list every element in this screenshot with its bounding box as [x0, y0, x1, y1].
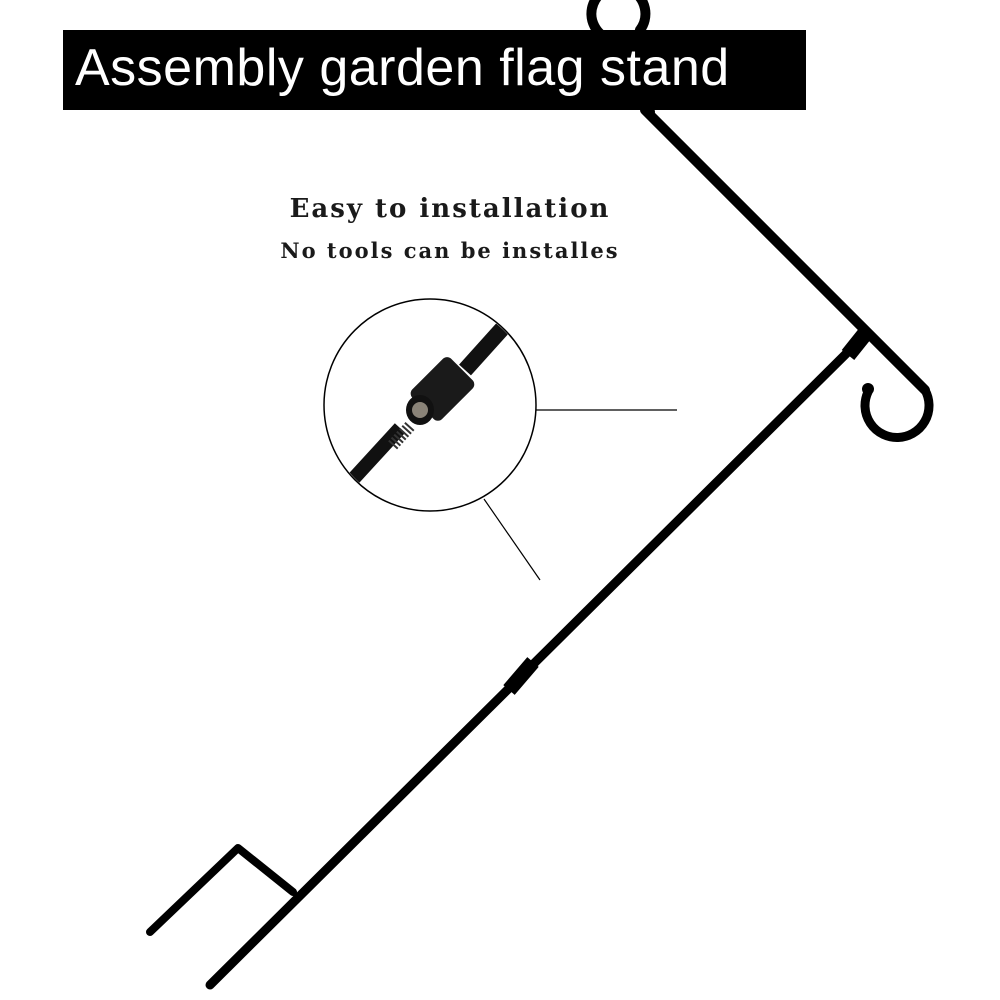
pole-connector — [503, 657, 539, 695]
main-pole — [205, 329, 871, 990]
detail-callout — [323, 298, 677, 581]
ground-fork — [146, 844, 297, 936]
headline: Easy to installation — [289, 194, 611, 224]
page-title: Assembly garden flag stand — [75, 39, 730, 97]
j-hook — [860, 385, 934, 442]
subline: No tools can be installes — [280, 238, 620, 263]
hook-tip — [862, 383, 874, 395]
flag-stand — [146, 0, 934, 990]
title-banner — [63, 30, 806, 110]
callout-line-bottom — [483, 498, 541, 581]
top-arm — [640, 105, 930, 395]
